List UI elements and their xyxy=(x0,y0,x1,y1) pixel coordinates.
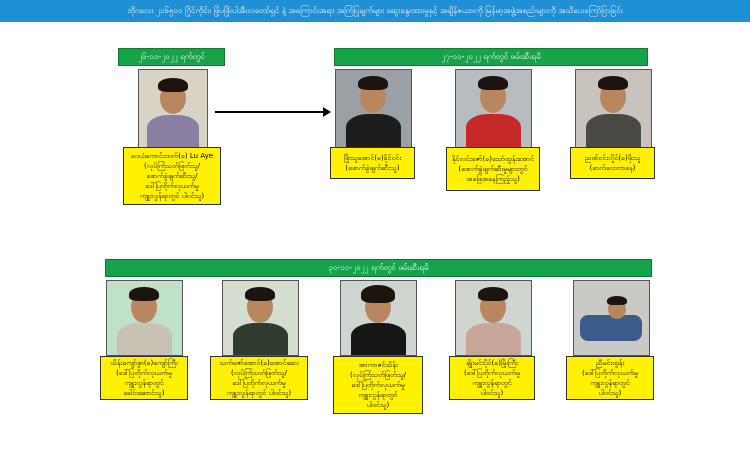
person-caption-3: နိုင်လင်းဇော်(ခ)သော်ထွန်းအောင် (ဖောက်ခွဲ… xyxy=(446,147,540,191)
person-caption-1: ဝေယံကောင်းထက်(ခ) Lu Aye (လုပ်ကြံသတ်ဖြတ်သ… xyxy=(123,147,221,205)
person-photo-9 xyxy=(573,280,650,356)
person-photo-6 xyxy=(222,280,299,356)
top-banner: ဘိုဂလေး ၂၁၆၅၀၀ ဂြိုင်ကိုင်း၊ ဖြံ့ပဖြိုးပ… xyxy=(0,0,750,22)
person-photo-5 xyxy=(106,280,183,356)
person-photo-4 xyxy=(575,69,652,148)
group-header-3: ၃၀-၁၁-၂၀၂၂ ရက်တွင် ဖမ်းဆီးရမိ xyxy=(105,259,652,277)
person-photo-7 xyxy=(340,280,417,356)
person-caption-7: အာကာဇင်သိန်း (လုပ်ကြံသတ်ဖြတ်သူ/ ဒေါ်ပြတိ… xyxy=(333,356,423,414)
person-photo-1 xyxy=(138,69,208,148)
arrow-line xyxy=(215,111,325,113)
group-header-1: ၂၆-၁၁-၂၀၂၂ ရက်တွင် xyxy=(118,48,225,66)
person-photo-3 xyxy=(455,69,532,148)
person-caption-8: ချိုးမင်းပိုင်(ခ)မြိုးကြီး (ဒေါ်ပြတိုက်လ… xyxy=(449,356,535,400)
person-caption-5: သိန်းကျော်စွာ(ခ)ကျော်ကြီး (ဒေါ်ပြတိုက်လု… xyxy=(100,356,188,400)
group-header-2: ၂၇-၁၁-၂၀၂၂ ရက်တွင် ဖမ်းဆီးရမိ xyxy=(334,48,648,66)
person-photo-2 xyxy=(335,69,412,148)
person-caption-6: သက်ဇော်အောင်(ခ)အောင်ဆေး (လုပ်ကြံသတ်ဖြတ်သ… xyxy=(210,356,308,400)
person-caption-9: ညီမင်းထွန်း (ဒေါ်ပြတိုက်လုယက်မှု ကျူးလွန… xyxy=(566,356,654,400)
person-caption-2: ဖြိုးသူအောင်(ခ)ခိုင်ဝင်း (ဖောက်ခွဲဖျက်ဆီ… xyxy=(330,147,415,179)
person-caption-4: ညဏ်ဝင်းလှိုင်(ခ)ဖိုးသူ (ဆက်ဝေးတာနေ) xyxy=(570,147,655,179)
arrow-right-icon xyxy=(323,107,331,117)
person-photo-8 xyxy=(455,280,532,356)
